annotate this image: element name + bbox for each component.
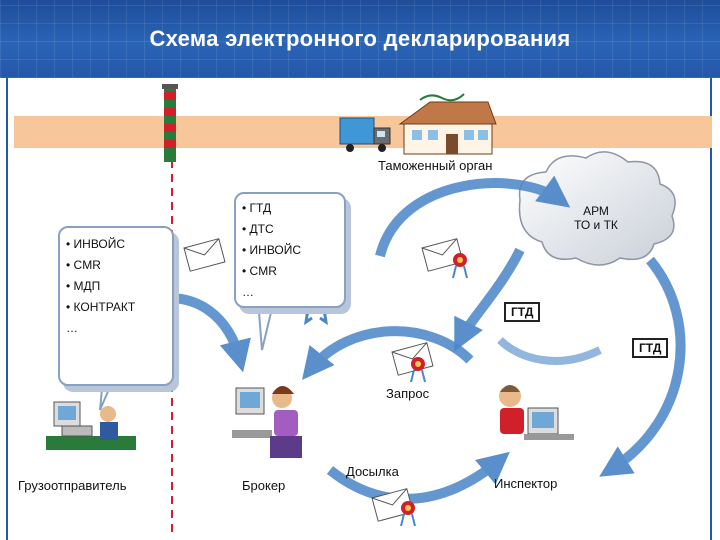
- broker-docs-bubble: • ГТД • ДТС • ИНВОЙС • CMR …: [234, 192, 346, 308]
- border-post-icon: [162, 84, 178, 162]
- broker-label: Брокер: [242, 478, 286, 493]
- envelope-icon: [371, 488, 414, 522]
- send-label: Досылка: [346, 464, 399, 479]
- inspector-label: Инспектор: [494, 476, 558, 491]
- broker-doc-item: • ИНВОЙС: [242, 243, 302, 257]
- shipper-computer-icon: [46, 401, 136, 450]
- request-arrow: [301, 326, 474, 380]
- gtd-label: ГТД: [632, 338, 669, 358]
- request-label: Запрос: [386, 386, 430, 401]
- envelope-icon: [391, 342, 434, 376]
- broker-person-icon: [232, 386, 302, 458]
- broker-doc-item: • ДТС: [242, 222, 274, 236]
- loop-arrow-right: [599, 256, 686, 477]
- customs-house-icon: [398, 93, 497, 155]
- header-pattern: [0, 0, 720, 78]
- broker-doc-item: • CMR: [242, 264, 277, 278]
- truck-icon: [339, 117, 391, 152]
- seal-icon: [400, 501, 416, 527]
- seal-icon: [452, 253, 468, 279]
- shipper-docs-bubble: • ИНВОЙС • CMR • МДП • КОНТРАКТ …: [58, 226, 174, 386]
- arm-label: АРМ ТО и ТК: [566, 204, 626, 232]
- broker-doc-item: …: [242, 285, 254, 299]
- inspector-loop-arrow: [497, 337, 602, 365]
- envelope-icon: [421, 238, 464, 272]
- shipper-doc-item: • МДП: [66, 279, 101, 293]
- content-frame: [6, 78, 712, 540]
- loop-arrow-left-down: [454, 247, 525, 352]
- customs-label: Таможенный орган: [378, 158, 493, 173]
- shipper-label: Грузоотправитель: [18, 478, 127, 493]
- inspector-person-icon: [499, 385, 574, 440]
- header-bar: Схема электронного декларирования: [0, 0, 720, 78]
- shipper-doc-item: • ИНВОЙС: [66, 237, 126, 251]
- shipper-doc-item: • КОНТРАКТ: [66, 300, 136, 314]
- broker-doc-item: • ГТД: [242, 201, 272, 215]
- page-title: Схема электронного декларирования: [149, 26, 571, 51]
- loop-arrow-top: [375, 175, 571, 258]
- envelope-icon: [183, 238, 226, 272]
- arm-label-line1: АРМ: [583, 204, 609, 218]
- shipper-doc-item: …: [66, 321, 78, 335]
- shipper-doc-item: • CMR: [66, 258, 101, 272]
- arm-label-line2: ТО и ТК: [574, 218, 618, 232]
- send-arrow: [326, 451, 510, 504]
- seal-icon: [410, 357, 426, 383]
- gtd-label: ГТД: [504, 302, 541, 322]
